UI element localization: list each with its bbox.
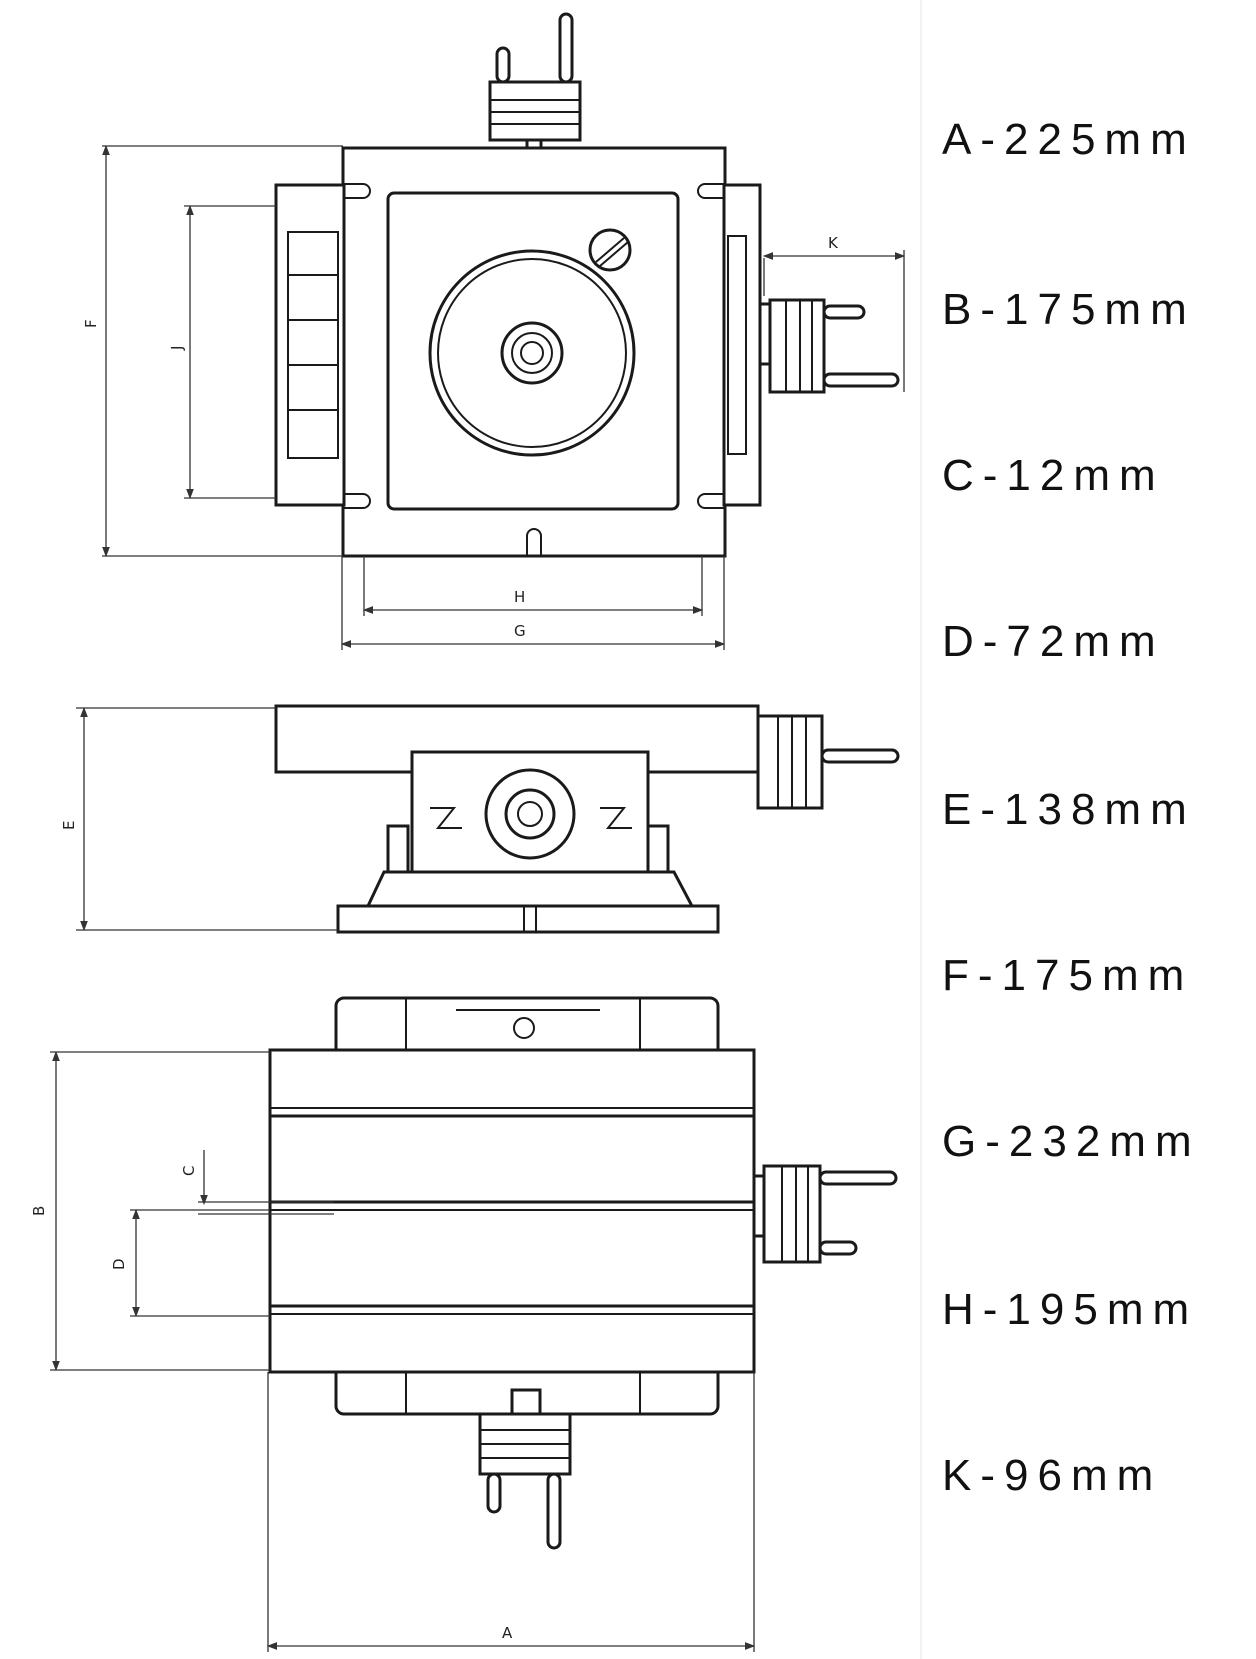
label-b: B xyxy=(30,1206,48,1216)
dim-j: J xyxy=(168,204,276,500)
side-view: E xyxy=(60,704,900,934)
spec-a: A-225mm xyxy=(942,115,1196,164)
spec-c: C-12mm xyxy=(942,451,1165,500)
top-view: F J H G K xyxy=(82,12,906,650)
spec-e: E-138mm xyxy=(942,785,1196,834)
label-a: A xyxy=(502,1624,513,1642)
spec-panel: A-225mm B-175mm C-12mm D-72mm E-138mm F-… xyxy=(920,0,1256,1659)
dim-g: G xyxy=(340,556,726,650)
label-k: K xyxy=(828,234,839,252)
dim-e: E xyxy=(60,706,338,932)
spec-k: K-96mm xyxy=(942,1451,1163,1500)
label-d: D xyxy=(110,1258,128,1270)
side-base-plate xyxy=(336,904,720,934)
label-h: H xyxy=(514,588,525,606)
bottom-handwheel xyxy=(478,1388,572,1550)
front-view: B C D A xyxy=(30,996,898,1652)
label-e: E xyxy=(60,821,78,830)
dim-b: B xyxy=(30,1050,270,1372)
label-f: F xyxy=(82,319,100,328)
rotary-table xyxy=(386,191,680,511)
label-c: C xyxy=(180,1166,198,1176)
drawing-svg: F J H G K xyxy=(30,12,906,1652)
spec-d: D-72mm xyxy=(942,617,1165,666)
technical-drawing: F J H G K xyxy=(30,12,906,1652)
top-handwheel xyxy=(488,12,582,168)
dim-c: C xyxy=(180,1150,334,1215)
label-g: G xyxy=(514,622,526,640)
dim-f: F xyxy=(82,144,343,558)
right-handwheel-front xyxy=(752,1164,898,1264)
spec-g: G-232mm xyxy=(942,1117,1201,1166)
dim-k: K xyxy=(762,234,906,392)
dim-a: A xyxy=(266,1372,756,1652)
dim-d: D xyxy=(110,1208,270,1318)
spec-h: H-195mm xyxy=(942,1285,1199,1334)
label-j: J xyxy=(168,346,186,351)
dim-h: H xyxy=(362,556,704,616)
spec-b: B-175mm xyxy=(942,285,1196,334)
spec-f: F-175mm xyxy=(942,951,1194,1000)
right-handwheel-top xyxy=(758,298,900,394)
